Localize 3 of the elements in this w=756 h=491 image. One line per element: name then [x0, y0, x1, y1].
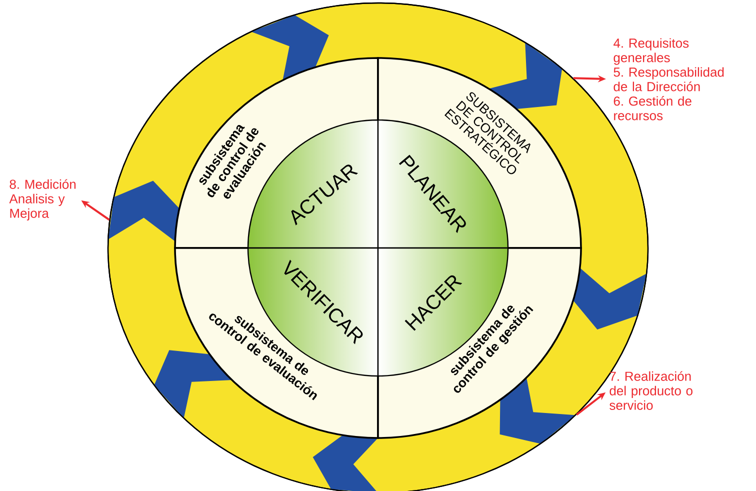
note-text: 7. Realización del producto o servicio: [610, 371, 692, 410]
note-text: 4. Requisitos generales 5. Responsabilidad de la Dirección 6. Gestión de recursos: [614, 38, 724, 120]
note-text: 8. Medición Analisis y Mejora: [9, 179, 76, 220]
